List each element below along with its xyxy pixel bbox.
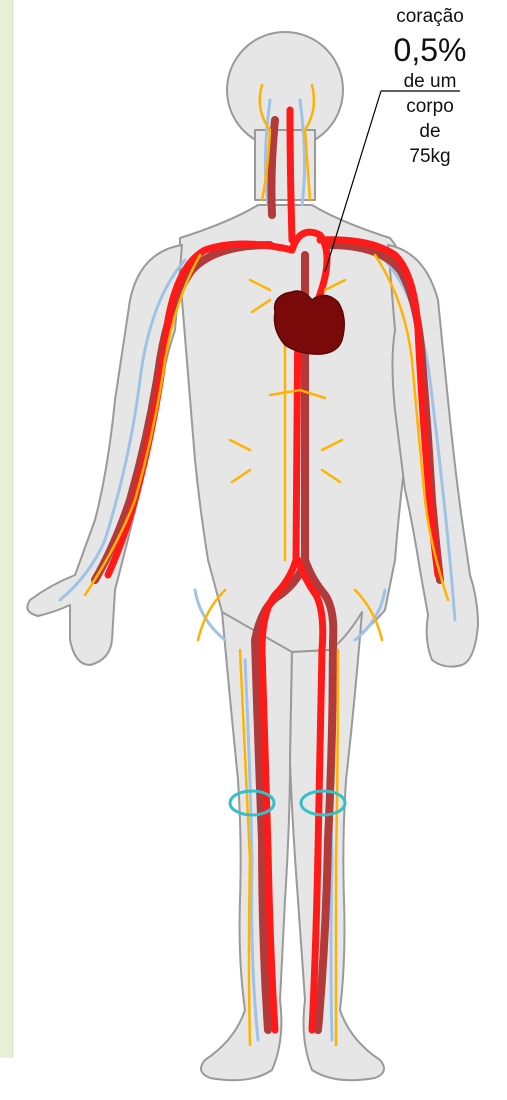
caption-line-4: 75kg	[368, 144, 492, 169]
heart-shape	[274, 291, 344, 354]
caption-percentage: 0,5%	[368, 31, 492, 69]
caption-line-2: corpo	[368, 94, 492, 119]
caption-line-1: de um	[368, 69, 492, 94]
left-arm	[27, 245, 182, 665]
caption-organ: coração	[368, 4, 492, 29]
heart-weight-caption: coração 0,5% de um corpo de 75kg	[368, 4, 492, 169]
caption-line-3: de	[368, 119, 492, 144]
